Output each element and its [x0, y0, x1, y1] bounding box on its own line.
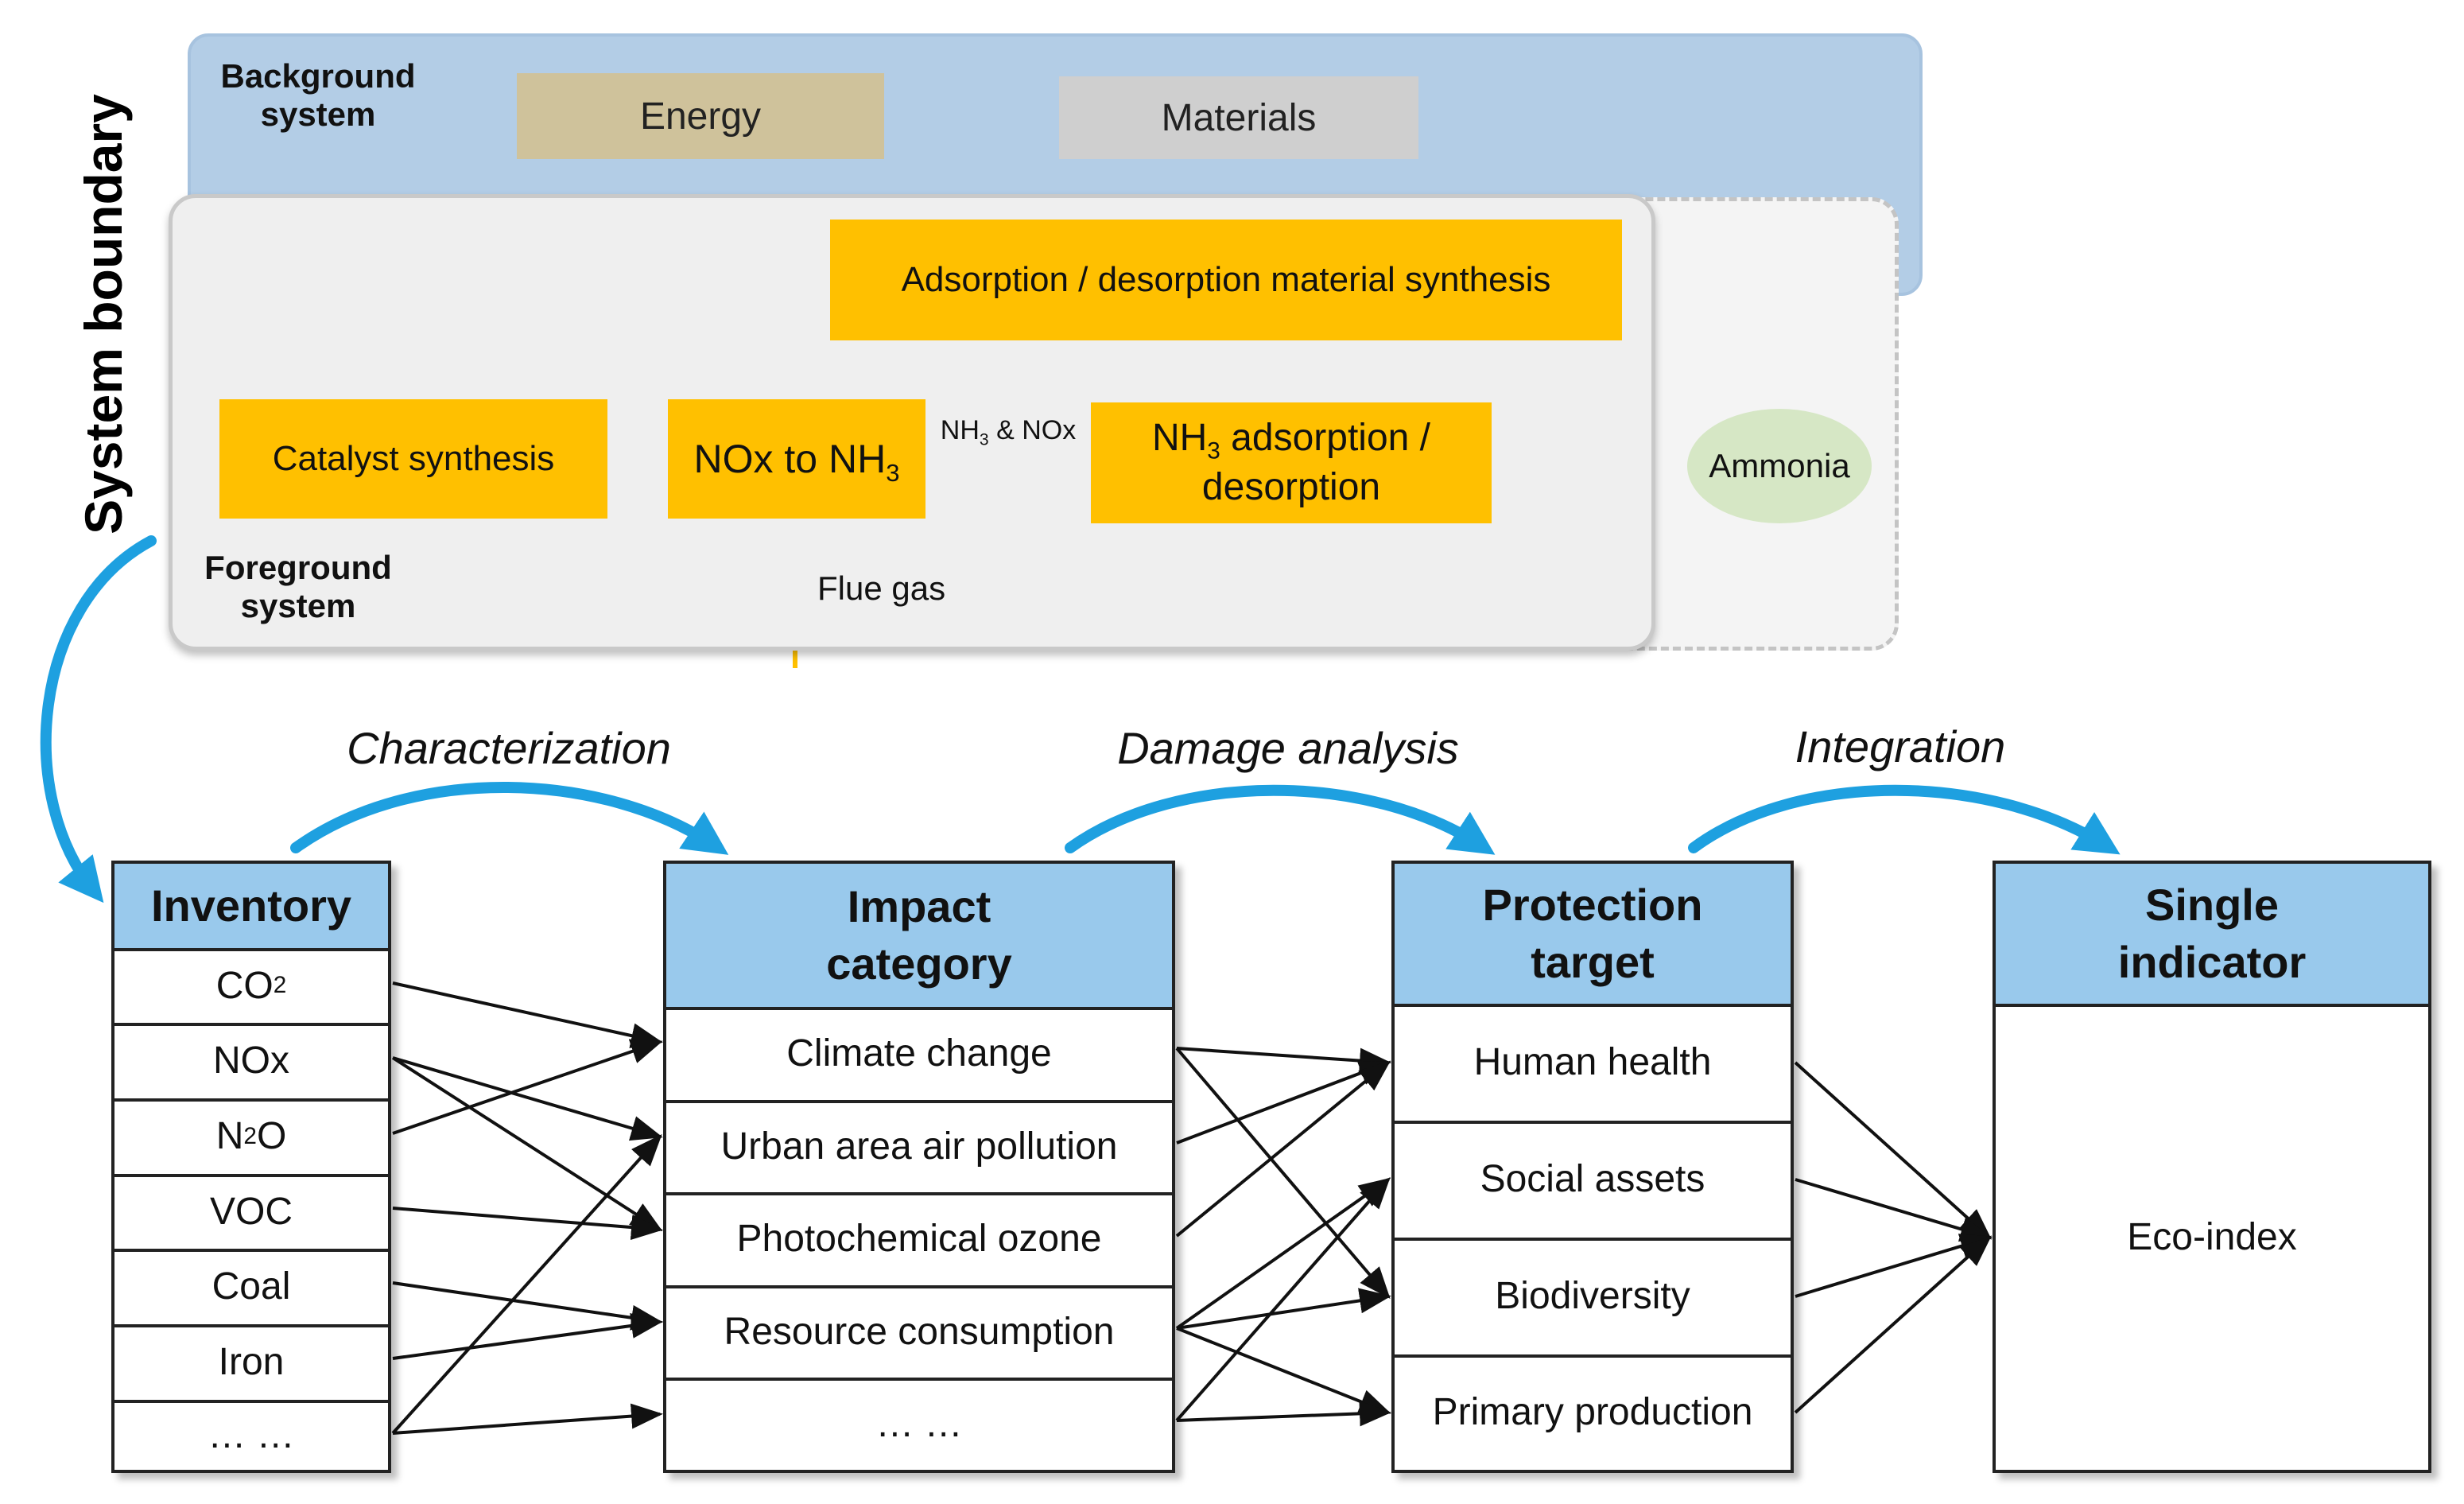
- nh3-adsorption-line2: desorption: [1201, 466, 1381, 508]
- iron-to-resource-arrow: [392, 1313, 663, 1360]
- protection-item-primary-production: Primary production: [1432, 1391, 1753, 1433]
- climate-to-human-arrow: [1176, 1047, 1391, 1074]
- co2-to-climate-arrow: [392, 981, 663, 1048]
- social-to-eco-arrow: [1795, 1178, 1993, 1242]
- coal-to-resource-arrow: [392, 1281, 663, 1331]
- system-boundary-curve-arrow: [40, 535, 157, 904]
- nh3-adsorption-line1: NH3 adsorption /: [1151, 417, 1431, 464]
- impact-item-climate-change: Climate change: [666, 1007, 1172, 1103]
- protection-item-biodiversity: Biodiversity: [1395, 1238, 1791, 1358]
- characterization-curve-arrow: [290, 782, 729, 855]
- inventory-item-iron: Iron: [114, 1324, 388, 1403]
- energy-box: Energy: [517, 73, 884, 159]
- nh3-adsorption-desorption-box: NH3 adsorption / desorption: [1091, 402, 1492, 523]
- nox-to-nh3-box: NOx to NH3: [668, 399, 925, 519]
- urban-to-human-arrow: [1176, 1060, 1391, 1145]
- impact-item-more: … …: [875, 1402, 963, 1445]
- single-item-eco-index: Eco-index: [2127, 1215, 2297, 1258]
- damage-analysis-label: Damage analysis: [1117, 723, 1459, 773]
- biodiversity-to-eco-arrow: [1795, 1234, 1993, 1298]
- single-header-line1: Single: [2144, 880, 2280, 930]
- human-to-eco-arrow: [1794, 1061, 1992, 1240]
- more-to-social-arrow: [1175, 1176, 1391, 1422]
- impact-header-line2: category: [826, 939, 1012, 989]
- impact-header-line1: Impact: [847, 881, 991, 931]
- resource-to-primary-arrow: [1176, 1327, 1391, 1414]
- resource-to-social-arrow: [1175, 1177, 1391, 1330]
- more-to-more-arrow: [392, 1403, 663, 1435]
- more-to-urban-arrow: [391, 1134, 662, 1435]
- system-boundary-title: System boundary: [74, 94, 133, 534]
- integration-label: Integration: [1795, 721, 2006, 771]
- protection-target-header: Protection target: [1395, 864, 1791, 1007]
- single-indicator-header: Single indicator: [1996, 864, 2428, 1007]
- inventory-item-coal: Coal: [114, 1249, 388, 1327]
- impact-item-photochemical-ozone: Photochemical ozone: [666, 1192, 1172, 1288]
- inventory-item-voc: VOC: [114, 1174, 388, 1252]
- primary-to-eco-arrow: [1794, 1235, 1992, 1414]
- damage-analysis-curve-arrow: [1065, 784, 1496, 855]
- photochemical-to-human-arrow: [1175, 1060, 1391, 1238]
- protection-header-line2: target: [1531, 937, 1655, 987]
- foreground-system-label: Foreground system: [204, 549, 392, 624]
- impact-item-resource-consumption: Resource consumption: [666, 1285, 1172, 1381]
- adsorption-material-synthesis-box: Adsorption / desorption material synthes…: [830, 220, 1622, 340]
- protection-target-table: Protection target Human health Social as…: [1391, 861, 1794, 1473]
- protection-item-social-assets: Social assets: [1395, 1121, 1791, 1241]
- nox-to-nh3-text: NOx to NH3: [693, 437, 900, 487]
- voc-to-photochemical-arrow: [392, 1207, 663, 1241]
- protection-item-human-health: Human health: [1395, 1004, 1791, 1124]
- inventory-header: Inventory: [114, 864, 388, 951]
- inventory-item-nox: NOx: [114, 1023, 388, 1102]
- nox-to-urban-arrow: [392, 1056, 663, 1141]
- single-header-line2: indicator: [2117, 937, 2307, 987]
- characterization-label: Characterization: [347, 723, 671, 773]
- resource-to-biodiversity-arrow: [1176, 1288, 1391, 1330]
- impact-category-header: Impact category: [666, 864, 1172, 1010]
- n2o-to-climate-arrow: [392, 1039, 663, 1135]
- single-indicator-table: Single indicator Eco-index: [1993, 861, 2431, 1473]
- climate-to-biodiversity-arrow: [1175, 1047, 1391, 1300]
- materials-box: Materials: [1059, 76, 1418, 159]
- nh3-nox-flow-label: NH3 & NOx: [940, 415, 1077, 449]
- catalyst-synthesis-box: Catalyst synthesis: [219, 399, 607, 519]
- flue-gas-label: Flue gas: [817, 569, 946, 607]
- nox-to-photochemical-arrow: [391, 1056, 663, 1232]
- background-system-label: Background system: [220, 57, 416, 133]
- inventory-item-more: … …: [208, 1413, 295, 1456]
- more-to-primary-arrow: [1176, 1401, 1391, 1427]
- ammonia-product-ellipse: Ammonia: [1687, 409, 1872, 523]
- impact-category-table: Impact category Climate change Urban are…: [663, 861, 1175, 1473]
- impact-item-urban-air-pollution: Urban area air pollution: [666, 1100, 1172, 1195]
- protection-header-line1: Protection: [1482, 880, 1703, 930]
- integration-curve-arrow: [1688, 784, 2121, 855]
